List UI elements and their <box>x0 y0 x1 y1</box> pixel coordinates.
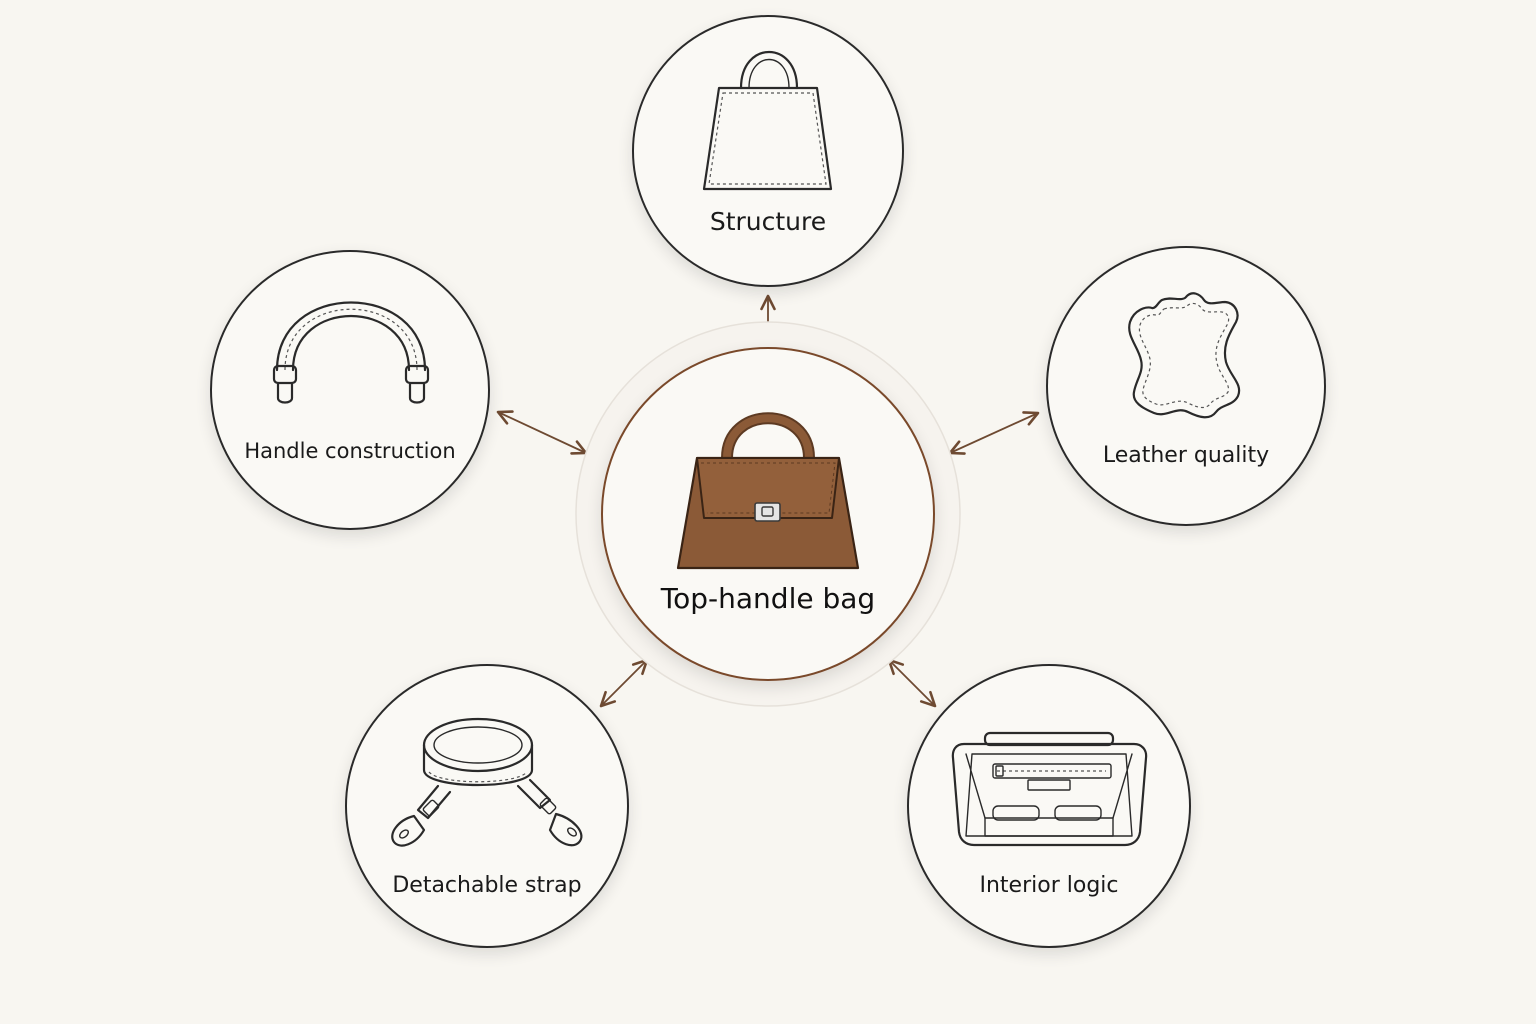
node-interior-logic-circle <box>907 664 1191 948</box>
connector-detachable-strap <box>599 658 649 708</box>
node-detachable-strap-circle <box>345 664 629 948</box>
node-leather-quality-label: Leather quality <box>1103 443 1269 468</box>
top-handle-bag-icon <box>676 412 860 570</box>
node-handle-construction: Handle construction <box>210 250 490 530</box>
node-detachable-strap-label: Detachable strap <box>392 873 581 898</box>
connector-interior-logic <box>887 658 937 708</box>
node-leather-quality: Leather quality <box>1046 246 1326 526</box>
handle-icon <box>272 301 430 404</box>
node-interior-logic-label: Interior logic <box>980 873 1119 898</box>
node-structure: Structure <box>632 15 904 287</box>
node-structure-circle <box>632 15 904 287</box>
node-detachable-strap: Detachable strap <box>345 664 629 948</box>
connector-handle-construction <box>496 410 588 455</box>
connectors <box>496 294 1040 708</box>
bag-outline-icon <box>702 51 833 191</box>
node-leather-quality-circle <box>1046 246 1326 526</box>
node-handle-construction-circle <box>210 250 490 530</box>
leather-hide-icon <box>1128 292 1241 419</box>
node-interior-logic: Interior logic <box>907 664 1191 948</box>
connector-leather-quality <box>948 411 1040 455</box>
center-label: Top-handle bag <box>660 582 875 615</box>
node-structure-label: Structure <box>710 207 826 236</box>
bag-interior-icon <box>951 731 1148 847</box>
node-handle-construction-label: Handle construction <box>244 439 455 463</box>
strap-icon <box>391 717 583 847</box>
center-node: Top-handle bag <box>575 321 961 707</box>
